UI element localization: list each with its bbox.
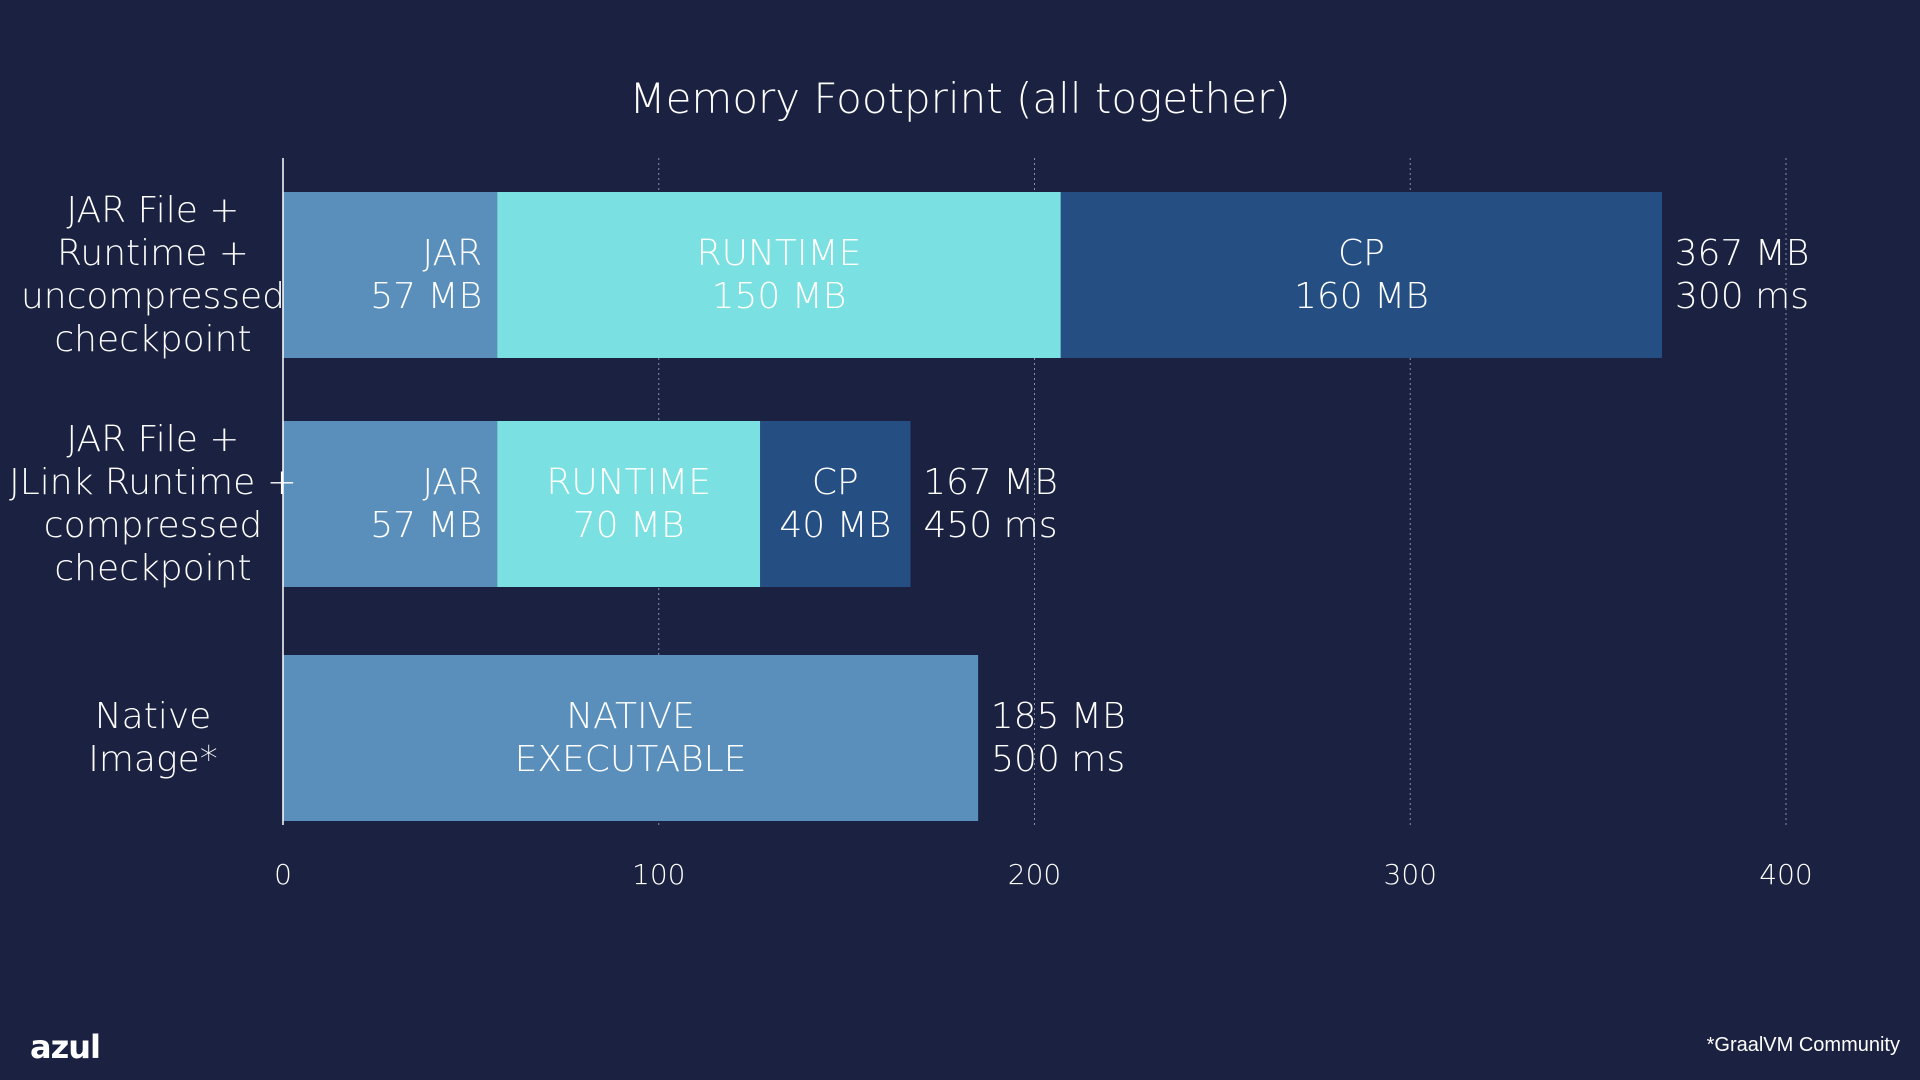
segment-label: NATIVE [566,696,695,737]
segment-label: 70 MB [573,505,685,546]
segment-label: 40 MB [779,505,891,546]
x-tick-label: 100 [632,858,685,891]
x-tick-label: 200 [1008,858,1061,891]
category-label: Runtime + [57,233,249,274]
category-label: JAR File + [67,419,240,460]
segment-label: 160 MB [1294,276,1429,317]
category-label: checkpoint [54,548,251,589]
bar-segment [283,192,498,358]
segment-label: JAR [423,462,483,503]
category-label: checkpoint [54,319,251,360]
segment-label: RUNTIME [697,233,862,274]
segment-label: 57 MB [370,276,482,317]
bar-segment [497,192,1061,358]
x-tick-label: 300 [1384,858,1437,891]
segment-label: CP [812,462,859,503]
category-labels: JAR File +Runtime +uncompressedcheckpoin… [9,190,297,780]
total-label: 450 ms [924,505,1058,546]
x-tick-label: 400 [1759,858,1812,891]
segment-label: 150 MB [712,276,847,317]
segment-label: 57 MB [370,505,482,546]
bar-segment [283,421,498,587]
total-label: 367 MB [1675,233,1810,274]
category-label: Native [95,696,212,737]
category-label: uncompressed [21,276,285,317]
segment-label: EXECUTABLE [515,739,747,780]
bar-segment [760,421,911,587]
category-label: JLink Runtime + [9,462,297,503]
total-label: 185 MB [991,696,1126,737]
category-label: JAR File + [67,190,240,231]
bar-segment [283,655,979,821]
x-axis-ticks: 0 100 200 300 400 [274,858,1813,891]
total-label: 167 MB [923,462,1058,503]
category-label: Image* [88,739,218,780]
segment-label: JAR [423,233,483,274]
x-tick-label: 0 [274,858,292,891]
total-label: 300 ms [1675,276,1809,317]
bar-segment [497,421,761,587]
footnote: *GraalVM Community [1706,1034,1900,1056]
bar-segment [1060,192,1663,358]
category-label: compressed [44,505,262,546]
segment-label: CP [1338,233,1385,274]
segment-label: RUNTIME [546,462,711,503]
azul-logo: azul [30,1028,101,1066]
chart-title: Memory Footprint (all together) [629,74,1290,123]
total-label: 500 ms [991,739,1125,780]
